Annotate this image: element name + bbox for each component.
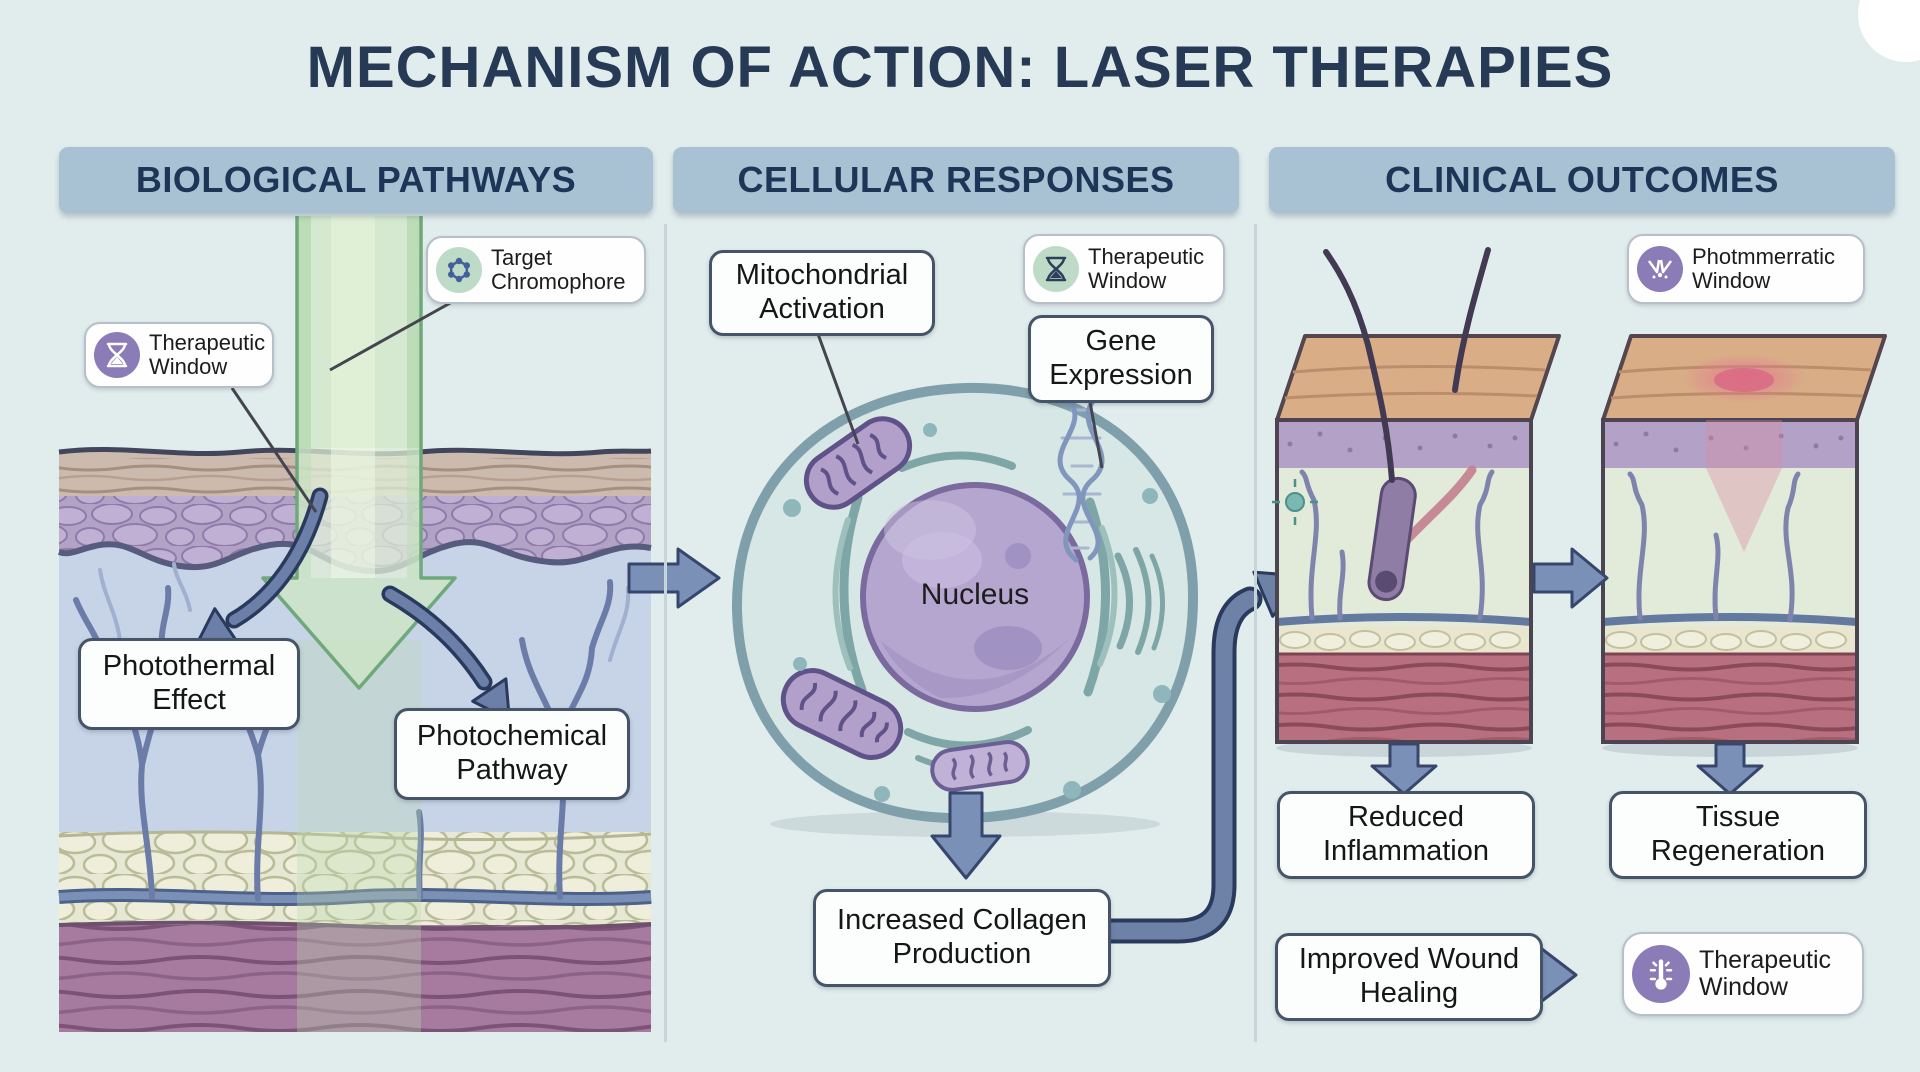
therapeutic-window-badge-2: Therapeutic Window (1023, 234, 1225, 304)
badge-label: Target Chromophore (491, 245, 626, 294)
arrow-block-to-block (1532, 547, 1609, 609)
page-title: MECHANISM OF ACTION: LASER THERAPIES (306, 35, 1614, 100)
therapeutic-window-badge-1: Therapeutic Window (84, 322, 274, 388)
badge-label: Therapeutic Window (1699, 946, 1832, 1001)
hourglass-icon (94, 332, 140, 378)
laser-beam-deep-band (297, 640, 421, 1032)
nucleus-label: Nucleus (920, 578, 1030, 611)
badge-label: Therapeutic Window (149, 330, 266, 379)
healing-wound-details (1627, 353, 1808, 623)
therapeutic-window-badge-3: Therapeutic Window (1622, 932, 1864, 1016)
thermometer-icon (1632, 945, 1690, 1003)
header-biological-pathways: BIOLOGICAL PATHWAYS (59, 147, 653, 213)
mitochondrion (930, 740, 1030, 792)
dna-helix (1057, 393, 1105, 563)
gene-expression-box: Gene Expression (1028, 315, 1214, 403)
hourglass-icon (1033, 246, 1079, 292)
hair-follicle-details (1272, 247, 1495, 621)
arrow-block2-down (1696, 742, 1764, 796)
mitochondrion (780, 668, 904, 760)
skin-block-before (1276, 336, 1559, 757)
header-clinical-outcomes: CLINICAL OUTCOMES (1269, 147, 1895, 213)
nucleus-illustration (860, 482, 1090, 712)
photochemical-pathway-box: Photochemical Pathway (394, 708, 630, 800)
column-divider (1254, 224, 1257, 1042)
improved-wound-healing-box: Improved Wound Healing (1275, 933, 1543, 1021)
badge-label: Therapeutic Window (1088, 244, 1205, 293)
increased-collagen-box: Increased Collagen Production (813, 889, 1111, 987)
target-chromophore-badge: Target Chromophore (426, 236, 646, 304)
arrow-cell-to-collagen (930, 791, 1002, 880)
mitochondrial-activation-box: Mitochondrial Activation (709, 250, 935, 336)
molecule-icon (436, 247, 482, 293)
arrow-pathways-to-responses (627, 547, 721, 609)
column-divider (664, 224, 667, 1042)
skin-cross-section-illustration (57, 216, 652, 1032)
photothermal-effect-box: Photothermal Effect (78, 638, 300, 730)
mitochondrion (803, 416, 913, 510)
badge-label: Photmmerratic Window (1692, 244, 1836, 293)
photmmerratic-window-badge: Photmmerratic Window (1627, 234, 1865, 304)
reduced-inflammation-box: Reduced Inflammation (1277, 791, 1535, 879)
tissue-regeneration-box: Tissue Regeneration (1609, 791, 1867, 879)
sparkle-icon (1272, 479, 1318, 525)
arrow-block1-down (1370, 742, 1438, 796)
cell-illustration (731, 333, 1199, 837)
laser-wings-icon (1637, 246, 1683, 292)
header-cellular-responses: CELLULAR RESPONSES (673, 147, 1239, 213)
